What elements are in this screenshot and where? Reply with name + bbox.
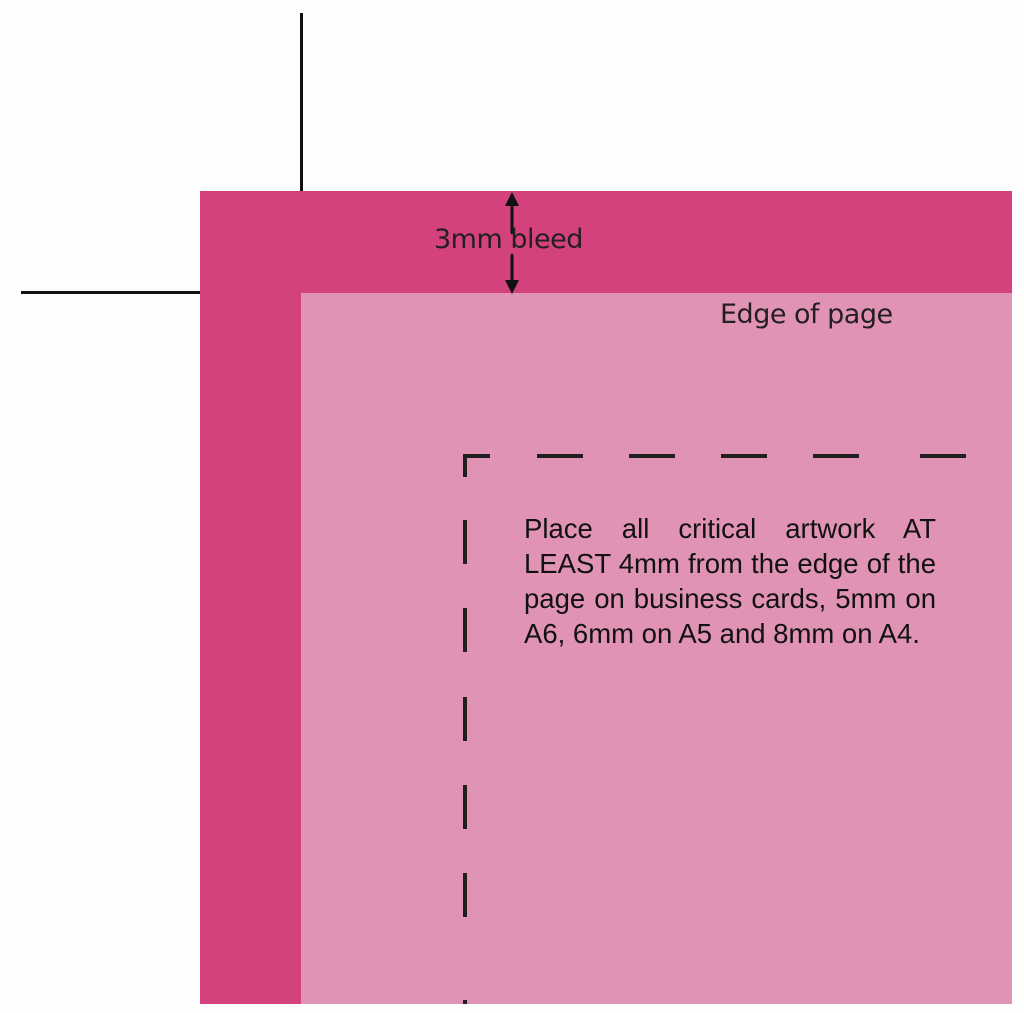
safe-zone-dash [463,608,467,652]
safe-zone-dash [463,873,467,917]
crop-mark-horizontal [21,291,202,294]
safe-zone-dash [463,785,467,829]
safe-zone-dash [463,520,467,564]
page-area [301,293,1012,1004]
safe-zone-corner-v [463,454,467,477]
safe-zone-dash [721,454,767,458]
bleed-label: 3mm bleed [434,224,583,255]
safe-zone-note: Place all critical artwork AT LEAST 4mm … [524,513,936,649]
arrow-up-icon [505,192,519,234]
safe-zone-dash [463,697,467,741]
edge-of-page-label: Edge of page [720,299,893,330]
safe-zone-dash [813,454,859,458]
safe-zone-dash [920,454,966,458]
safe-zone-dash [629,454,675,458]
safe-zone-dash [463,1000,467,1004]
arrow-down-icon [505,254,519,294]
crop-mark-vertical [300,13,303,193]
safe-zone-corner-h [463,454,490,458]
safe-zone-dash [537,454,583,458]
